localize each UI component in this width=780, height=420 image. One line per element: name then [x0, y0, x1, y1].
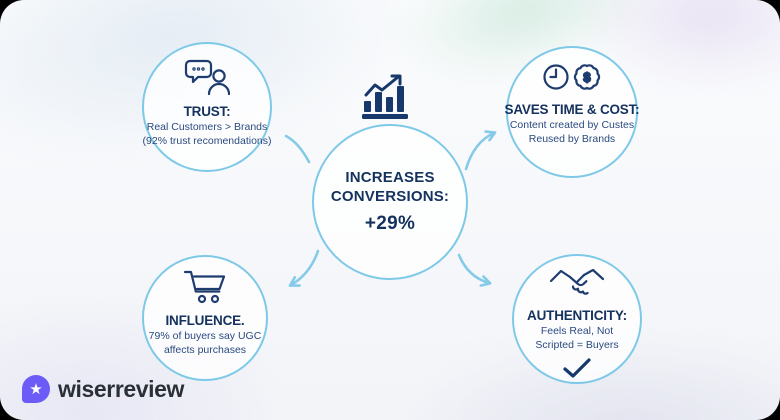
node-line: Content created by Custes: [509, 118, 635, 131]
node-line: Scripted = Buyers: [535, 338, 619, 351]
node-title: INFLUENCE.: [165, 313, 245, 328]
checkmark-icon: [561, 357, 593, 384]
center-title-line1: INCREASES: [345, 168, 435, 186]
node-line: Feels Real, Not: [540, 324, 614, 337]
chat-person-icon: [183, 59, 231, 101]
saves-time-cost-circle: $ SAVES TIME & COST: Content created by …: [504, 46, 640, 178]
connector-arrow-bottom-right: [457, 253, 489, 283]
node-title: SAVES TIME & COST:: [504, 102, 640, 117]
node-line: affects purchases: [163, 343, 247, 356]
node-line: Reused by Brands: [528, 132, 616, 145]
svg-text:$: $: [584, 71, 591, 85]
clock-and-coin-icon: $: [541, 61, 603, 99]
connector-arrow-top-left: [284, 134, 311, 164]
node-line: (92% trust recomendations): [142, 134, 272, 147]
shopping-cart-icon: [182, 269, 228, 310]
bar-chart-growth-icon: [358, 74, 412, 120]
center-value: +29%: [364, 213, 416, 235]
authenticity-circle: AUTHENTICITY: Feels Real, Not Scripted =…: [512, 254, 642, 384]
brand-name: wiserreview: [58, 375, 185, 402]
connector-arrow-top-right: [464, 133, 494, 171]
handshake-icon: [548, 266, 606, 305]
star-badge-icon: ★: [22, 375, 50, 403]
influence-circle: INFLUENCE. 79% of buyers say UGC affects…: [142, 255, 268, 381]
center-circle-increases-conversions: INCREASES CONVERSIONS: +29%: [312, 124, 468, 280]
node-title: TRUST:: [183, 104, 231, 119]
brand-logo: ★ wiserreview: [22, 374, 184, 404]
node-line: 79% of buyers say UGC: [148, 329, 262, 342]
connector-arrow-bottom-left: [291, 249, 320, 285]
node-title: AUTHENTICITY:: [527, 308, 627, 323]
node-line: Real Customers > Brands: [146, 120, 268, 133]
center-title-line2: CONVERSIONS:: [330, 187, 450, 205]
trust-circle: TRUST: Real Customers > Brands (92% trus…: [142, 42, 272, 172]
